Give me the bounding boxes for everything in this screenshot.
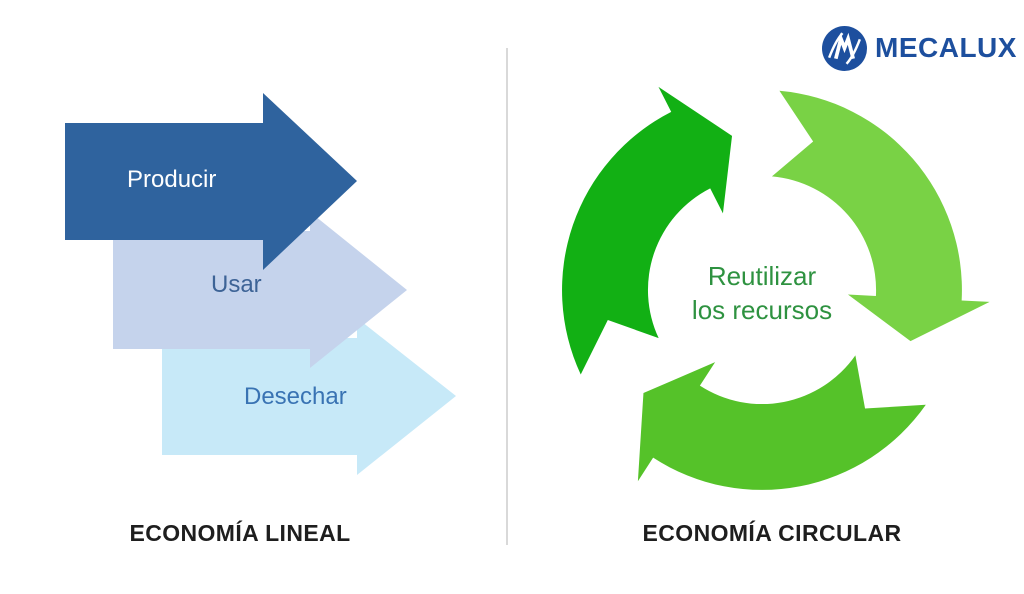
cycle-center-line2: los recursos xyxy=(691,294,833,325)
caption-circular-economy: ECONOMÍA CIRCULAR xyxy=(642,520,902,546)
step-label-producir: Producir xyxy=(127,166,217,193)
mecalux-m-icon xyxy=(822,25,867,71)
circular-economy-diagram xyxy=(562,86,990,490)
brand-name: MECALUX xyxy=(875,32,1017,63)
panel-divider xyxy=(506,48,508,545)
cycle-arrow-bottom xyxy=(637,355,926,490)
cycle-center-text: Reutilizar los recursos xyxy=(642,260,882,328)
arrow-producir xyxy=(65,93,357,270)
arrow-desechar xyxy=(162,318,456,475)
step-label-usar: Usar xyxy=(211,271,262,298)
caption-linear-economy: ECONOMÍA LINEAL xyxy=(129,520,351,546)
cycle-arrow-top-right xyxy=(771,90,990,342)
cycle-center-line1: Reutilizar xyxy=(707,261,817,291)
cycle-arrow-left xyxy=(562,86,733,375)
arrow-usar xyxy=(113,212,407,368)
mecalux-logo: MECALUX xyxy=(822,24,1017,72)
step-label-desechar: Desechar xyxy=(244,383,347,410)
